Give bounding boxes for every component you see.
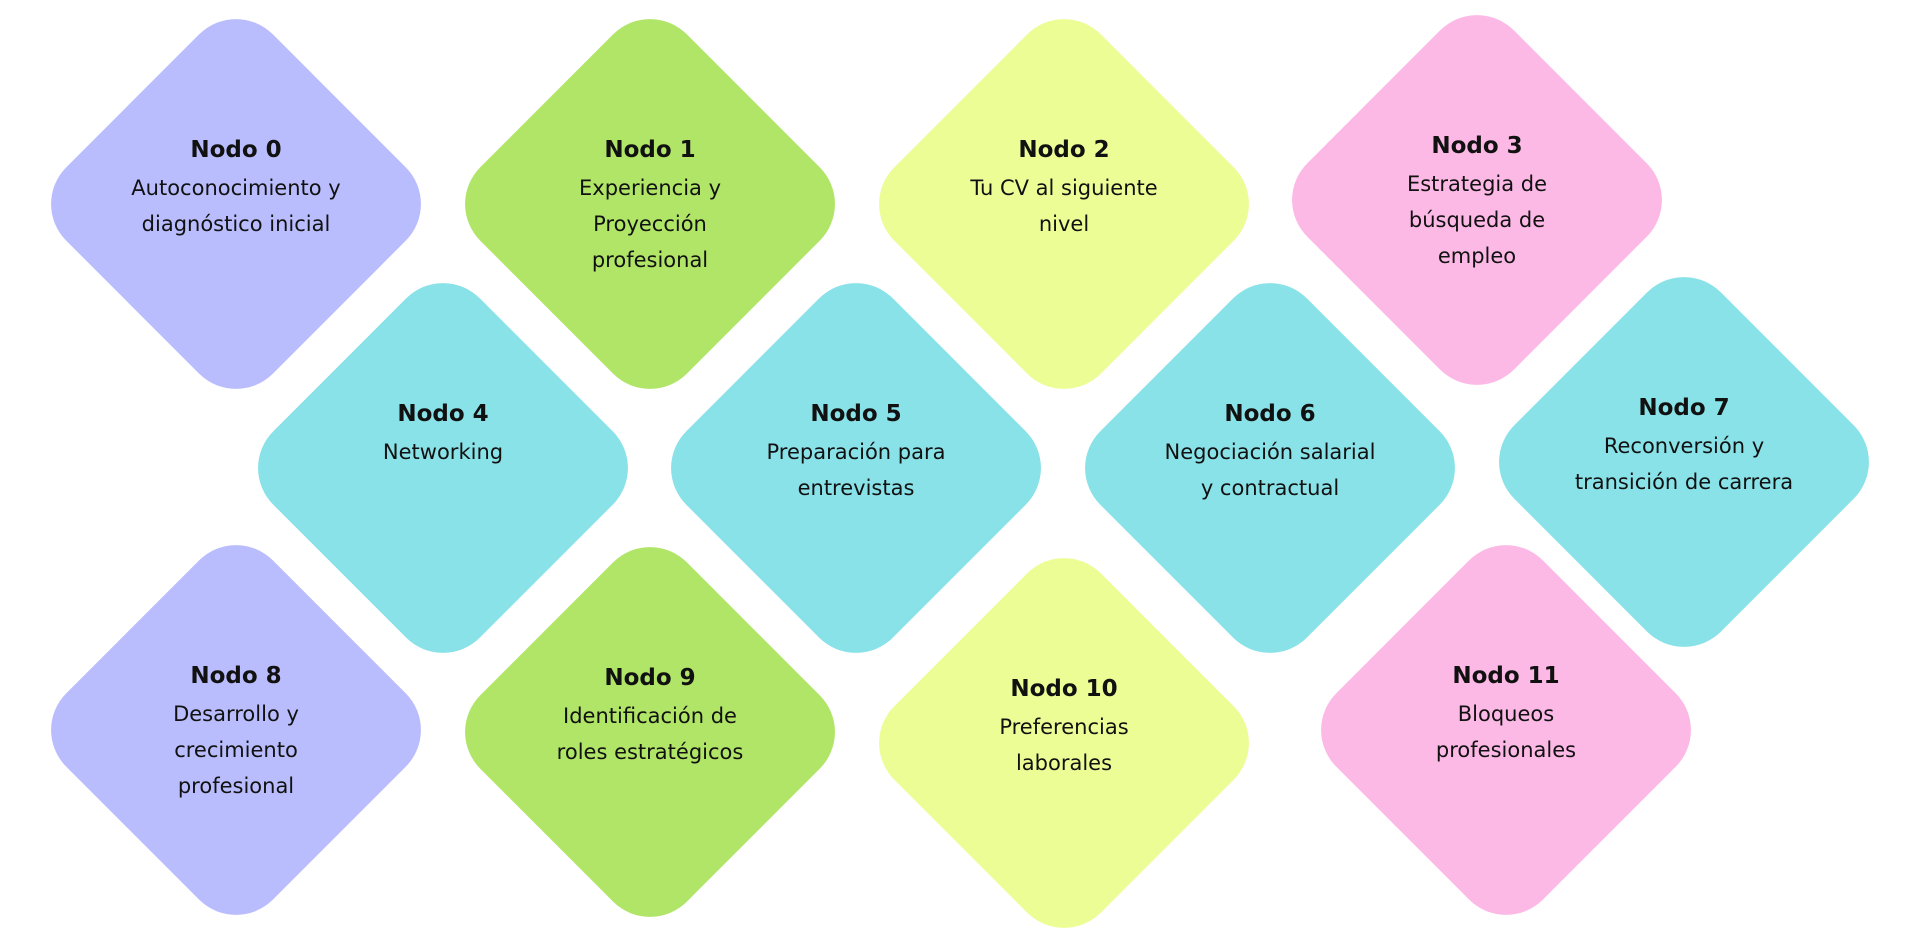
node-title: Nodo 1 (604, 137, 696, 163)
node-description-line: profesionales (1435, 738, 1577, 762)
node-description-line: Networking (382, 440, 504, 464)
node-text: Nodo 7 Reconversión y transición de carrer… (1544, 392, 1824, 500)
node-text: Nodo 11 Bloqueos profesionales (1366, 660, 1646, 768)
node-description-line: Estrategia de (1406, 172, 1548, 196)
node-text: Nodo 0 Autoconocimiento y diagnóstico inic… (96, 134, 376, 242)
node-description-line: Negociación salarial (1164, 440, 1376, 464)
node-title: Nodo 0 (190, 137, 282, 163)
node-text: Nodo 3 Estrategia de búsqueda de empleo (1337, 130, 1617, 274)
node-description-line: Autoconocimiento y (131, 176, 341, 200)
node-title: Nodo 6 (1224, 401, 1316, 427)
node-text: Nodo 6 Negociación salarial y contractual (1130, 398, 1410, 506)
node-title: Nodo 10 (1010, 676, 1118, 702)
node-title: Nodo 4 (397, 401, 489, 427)
node-description-line: Preferencias (999, 715, 1129, 739)
node-title: Nodo 7 (1638, 395, 1730, 421)
node-text: Nodo 8 Desarrollo y crecimiento profesional (96, 660, 376, 804)
node-description-line: crecimiento (174, 738, 298, 762)
node-text: Nodo 1 Experiencia y Proyección profesional (510, 134, 790, 278)
node-description-line: y contractual (1200, 476, 1340, 500)
node-description-line: Bloqueos (1457, 702, 1555, 726)
node-description-line: empleo (1437, 244, 1517, 268)
node-title: Nodo 2 (1018, 137, 1110, 163)
node-title: Nodo 9 (604, 665, 696, 691)
node-description-line: transición de carrera (1574, 470, 1794, 494)
node-description-line: Tu CV al siguiente (970, 176, 1158, 200)
node-text: Nodo 2 Tu CV al siguiente nivel (924, 134, 1204, 242)
node-title: Nodo 5 (810, 401, 902, 427)
node-text: Nodo 4 Networking (303, 398, 583, 470)
node-text: Nodo 10 Preferencias laborales (924, 673, 1204, 781)
node-title: Nodo 3 (1431, 133, 1523, 159)
node-description-line: profesional (177, 774, 295, 798)
node-description-line: Proyección (593, 212, 707, 236)
node-description-line: Preparación para (766, 440, 946, 464)
node-description-line: Identificación de (563, 704, 737, 728)
node-text: Nodo 5 Preparación para entrevistas (716, 398, 996, 506)
node-title: Nodo 8 (190, 663, 282, 689)
node-description-line: nivel (1038, 212, 1090, 236)
node-description-line: roles estratégicos (556, 740, 744, 764)
node-title: Nodo 11 (1452, 663, 1560, 689)
node-description-line: Experiencia y (579, 176, 721, 200)
node-description-line: Desarrollo y (173, 702, 299, 726)
node-description-line: diagnóstico inicial (141, 212, 331, 236)
node-description-line: búsqueda de (1408, 208, 1546, 232)
node-text: Nodo 9 Identificación de roles estratégico… (510, 662, 790, 770)
node-description-line: Reconversión y (1603, 434, 1765, 458)
node-description-line: profesional (591, 248, 709, 272)
node-description-line: laborales (1015, 751, 1113, 775)
node-description-line: entrevistas (797, 476, 915, 500)
